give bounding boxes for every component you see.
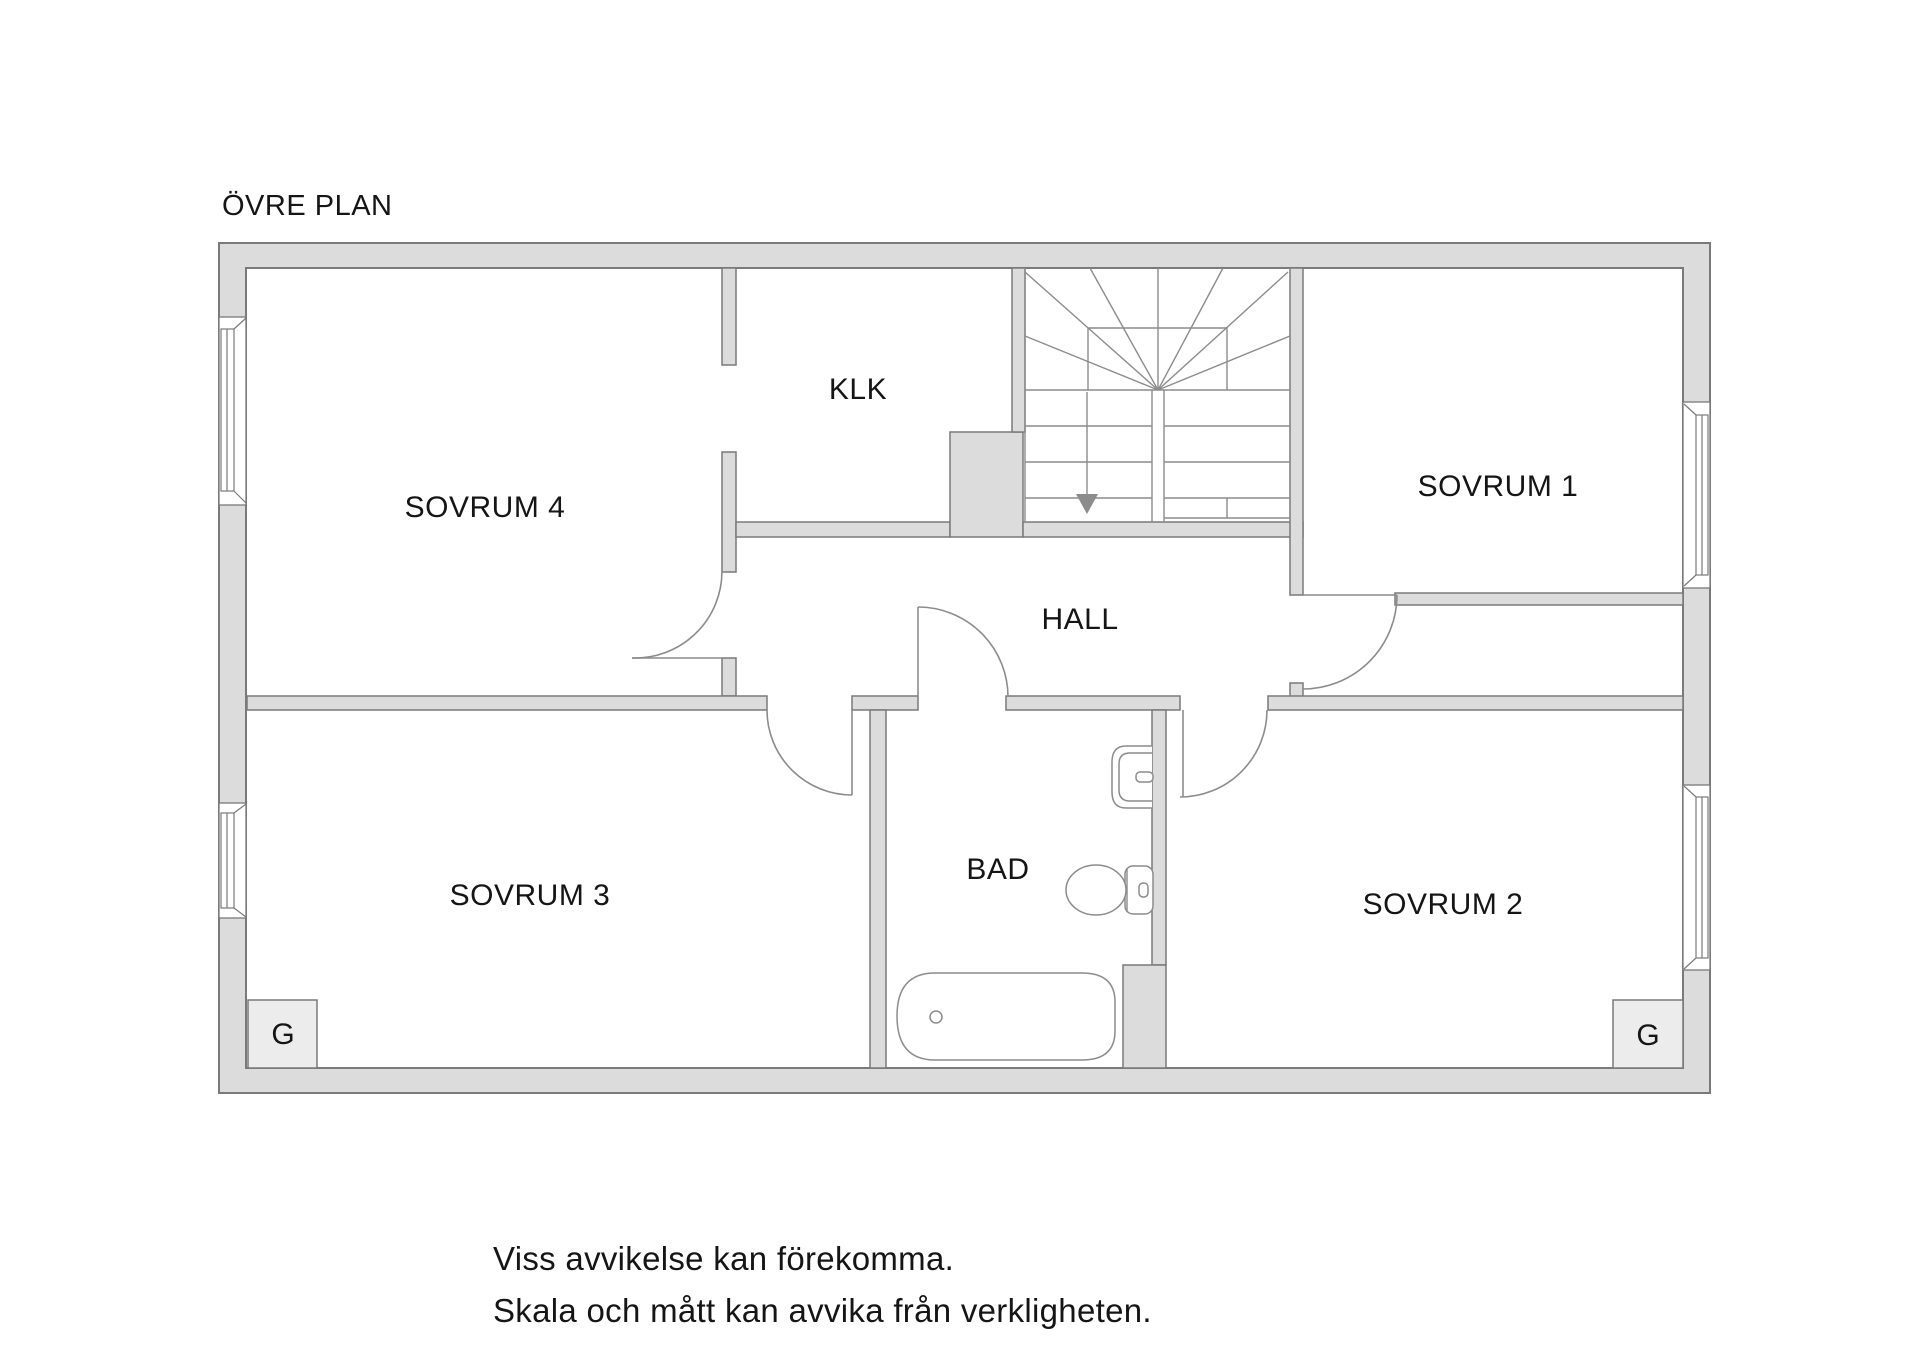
window-sovrum1: [1682, 401, 1711, 589]
toilet-bowl: [1065, 864, 1127, 916]
wall-bad-top-right: [1005, 695, 1181, 711]
wall-klk-stairs-divider: [1011, 267, 1026, 433]
door-sovrum2: [1179, 709, 1268, 798]
sink-faucet: [1135, 771, 1154, 783]
toilet: [1065, 864, 1154, 916]
wall-hall-left-stub: [721, 657, 737, 697]
wall-bad-sovrum2-divider: [1151, 709, 1167, 966]
room-label-bad: BAD: [966, 853, 1030, 886]
wall-klk-chunk: [949, 431, 1024, 538]
room-label-hall: HALL: [1041, 603, 1119, 636]
room-label-sovrum3: SOVRUM 3: [449, 879, 611, 912]
wall-stairs-sovrum1-divider: [1289, 267, 1304, 596]
window-sovrum2: [1682, 784, 1711, 971]
room-label-klk: KLK: [828, 373, 888, 406]
wall-bath-niche-east: [1122, 964, 1167, 1069]
door-sovrum4: [631, 570, 723, 659]
bathroom-fixtures: [896, 745, 1154, 1061]
wall-sovrum3-top: [246, 695, 768, 711]
wall-sovrum4-klk-divider: [721, 267, 737, 366]
window-sovrum3: [218, 802, 247, 919]
door-sovrum1: [1302, 594, 1398, 690]
bathtub: [896, 972, 1116, 1061]
closet-label-left: G: [271, 1018, 295, 1051]
interior-walls: [246, 267, 1684, 1069]
toilet-flush: [1138, 882, 1149, 898]
wall-sovrum2-top: [1267, 695, 1684, 711]
window-sovrum4: [218, 316, 247, 506]
sink: [1111, 745, 1154, 809]
bathtub-drain: [929, 1010, 943, 1024]
stairs-winder-lines: [1024, 267, 1291, 391]
room-label-sovrum1: SOVRUM 1: [1417, 470, 1579, 503]
wall-klk-bottom: [735, 521, 951, 538]
closet-label-right: G: [1636, 1019, 1660, 1052]
room-label-sovrum2: SOVRUM 2: [1362, 888, 1524, 921]
room-label-sovrum4: SOVRUM 4: [404, 491, 566, 524]
windows: [218, 316, 1711, 971]
door-bad: [917, 606, 1009, 698]
doors: [631, 570, 1398, 798]
disclaimer-line-1: Viss avvikelse kan förekomma.: [493, 1240, 955, 1277]
disclaimer-line-2: Skala och mått kan avvika från verklighe…: [493, 1292, 1152, 1329]
closet-box-right: [1612, 999, 1684, 1069]
wall-sovrum1-bottom: [1394, 592, 1684, 606]
stairs: [1024, 267, 1291, 522]
wall-klk-left-stub: [721, 451, 737, 573]
exterior-wall: [218, 242, 1711, 1094]
wall-sovrum1-door-stub: [1289, 682, 1304, 698]
wall-bad-west: [869, 709, 887, 1069]
wall-stairs-bottom: [1022, 521, 1304, 538]
stairs-down-arrow-icon: [1076, 392, 1098, 514]
plan-title: ÖVRE PLAN: [222, 190, 393, 222]
wall-bad-top-left: [851, 695, 919, 711]
closet-box-left: [247, 999, 318, 1069]
door-sovrum3: [766, 709, 853, 796]
